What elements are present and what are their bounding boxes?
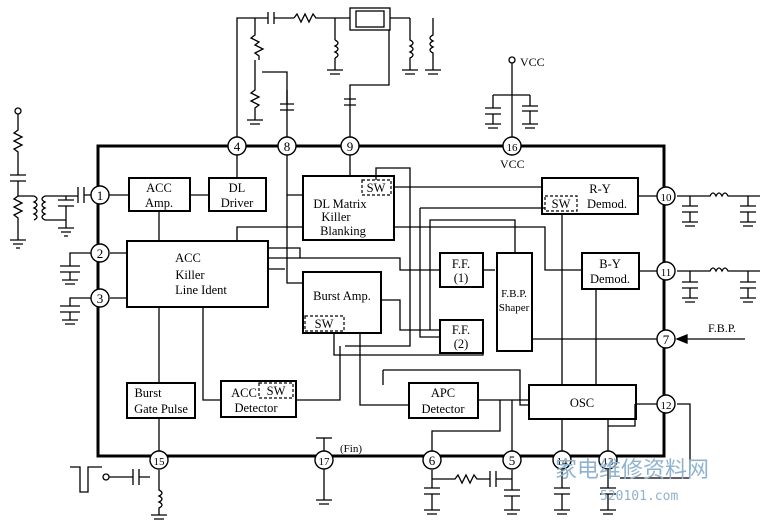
block-dl-matrix: DL Matrix Killer Blanking SW: [302, 175, 395, 241]
svg-text:Driver: Driver: [221, 196, 254, 210]
pin-3: 3: [90, 288, 110, 308]
svg-text:F.B.P.: F.B.P.: [501, 288, 527, 300]
external-right: [675, 192, 760, 470]
svg-text:Killer: Killer: [321, 210, 351, 224]
block-fbp-shaper: F.B.P. Shaper: [496, 252, 533, 352]
pin-16: 16: [502, 136, 522, 156]
block-ff1: F.F. (1): [439, 252, 484, 288]
svg-text:Killer: Killer: [175, 268, 205, 282]
svg-text:14: 14: [557, 456, 569, 468]
svg-text:1: 1: [97, 188, 104, 203]
block-burst-amp: Burst Amp. SW: [302, 271, 382, 334]
svg-text:10: 10: [661, 192, 673, 204]
block-acc-amp: ACC Amp.: [128, 177, 191, 212]
svg-text:Detector: Detector: [234, 401, 278, 415]
svg-text:Line Ident: Line Ident: [175, 283, 227, 297]
pin-15: 15: [149, 450, 169, 470]
svg-text:16: 16: [507, 142, 519, 154]
svg-text:(1): (1): [454, 271, 469, 285]
pin-5: 5: [502, 450, 522, 470]
svg-text:2: 2: [97, 246, 104, 261]
svg-text:Blanking: Blanking: [320, 224, 367, 238]
svg-text:SW: SW: [367, 181, 386, 195]
pin-10: 10: [656, 186, 676, 206]
svg-text:(2): (2): [454, 337, 469, 351]
external-vcc: [485, 56, 538, 140]
pin-17: 17: [314, 450, 334, 470]
svg-text:SW: SW: [315, 317, 334, 331]
svg-text:9: 9: [347, 139, 354, 154]
svg-text:DL Matrix: DL Matrix: [313, 197, 367, 211]
svg-text:4: 4: [234, 139, 241, 154]
external-bottom: [70, 437, 690, 520]
svg-text:F.F.: F.F.: [452, 257, 470, 271]
pin-1: 1: [90, 185, 110, 205]
svg-text:DL: DL: [229, 181, 246, 195]
watermark-text: 家电维修资料网: [555, 458, 709, 483]
svg-text:ACC: ACC: [175, 251, 201, 265]
pin-2: 2: [90, 243, 110, 263]
svg-text:Detector: Detector: [421, 402, 465, 416]
fin-label: (Fin): [340, 443, 362, 455]
block-apc-detector: APC Detector: [408, 382, 479, 419]
svg-text:Burst: Burst: [134, 386, 162, 400]
svg-text:Gate Pulse: Gate Pulse: [134, 402, 188, 416]
svg-text:3: 3: [97, 291, 104, 306]
vcc-top-label: VCC: [520, 55, 545, 69]
svg-text:ACC: ACC: [146, 181, 172, 195]
svg-text:5: 5: [509, 453, 516, 468]
svg-text:7: 7: [663, 332, 670, 347]
vcc-pin-label: VCC: [500, 157, 525, 171]
svg-text:APC: APC: [431, 386, 455, 400]
pin-6: 6: [422, 450, 442, 470]
pin-7: 7: [656, 329, 676, 349]
svg-text:OSC: OSC: [570, 396, 594, 410]
pin-11: 11: [656, 261, 676, 281]
pin-4: 4: [227, 136, 247, 156]
pin-9: 9: [340, 136, 360, 156]
fbp-label: F.B.P.: [708, 321, 736, 335]
svg-text:ACC: ACC: [231, 386, 257, 400]
svg-text:Amp.: Amp.: [145, 196, 173, 210]
internal-wiring: [109, 154, 657, 460]
svg-text:Burst Amp.: Burst Amp.: [313, 289, 371, 303]
block-burst-gate-pulse: Burst Gate Pulse: [126, 382, 196, 419]
block-ry-demod: R-Y Demod. SW: [541, 177, 639, 215]
svg-text:Demod.: Demod.: [590, 272, 630, 286]
svg-text:17: 17: [319, 456, 331, 468]
pin-13: 13: [598, 450, 618, 470]
block-acc-detector: ACC Detector SW: [220, 380, 297, 418]
external-left: [10, 107, 98, 325]
svg-text:6: 6: [429, 453, 436, 468]
svg-text:F.F.: F.F.: [452, 323, 470, 337]
pin-14: 14: [552, 450, 572, 470]
pin-12: 12: [656, 394, 676, 414]
svg-text:13: 13: [603, 456, 615, 468]
svg-text:R-Y: R-Y: [589, 182, 611, 196]
svg-text:15: 15: [154, 456, 166, 468]
block-acc-killer-line-ident: ACC Killer Line Ident: [126, 240, 269, 308]
svg-text:Demod.: Demod.: [587, 197, 627, 211]
svg-text:SW: SW: [267, 384, 286, 398]
svg-text:8: 8: [284, 139, 291, 154]
block-by-demod: B-Y Demod.: [581, 252, 640, 290]
pin-8: 8: [277, 136, 297, 156]
watermark-url: 520101.com: [600, 489, 678, 504]
external-top: [236, 7, 441, 140]
svg-text:11: 11: [661, 267, 672, 279]
block-ff2: F.F. (2): [439, 319, 484, 354]
block-dl-driver: DL Driver: [208, 177, 267, 212]
svg-text:Shaper: Shaper: [499, 302, 530, 314]
block-osc: OSC: [528, 384, 637, 420]
svg-text:12: 12: [661, 400, 672, 412]
svg-text:B-Y: B-Y: [599, 257, 621, 271]
svg-text:SW: SW: [552, 197, 571, 211]
